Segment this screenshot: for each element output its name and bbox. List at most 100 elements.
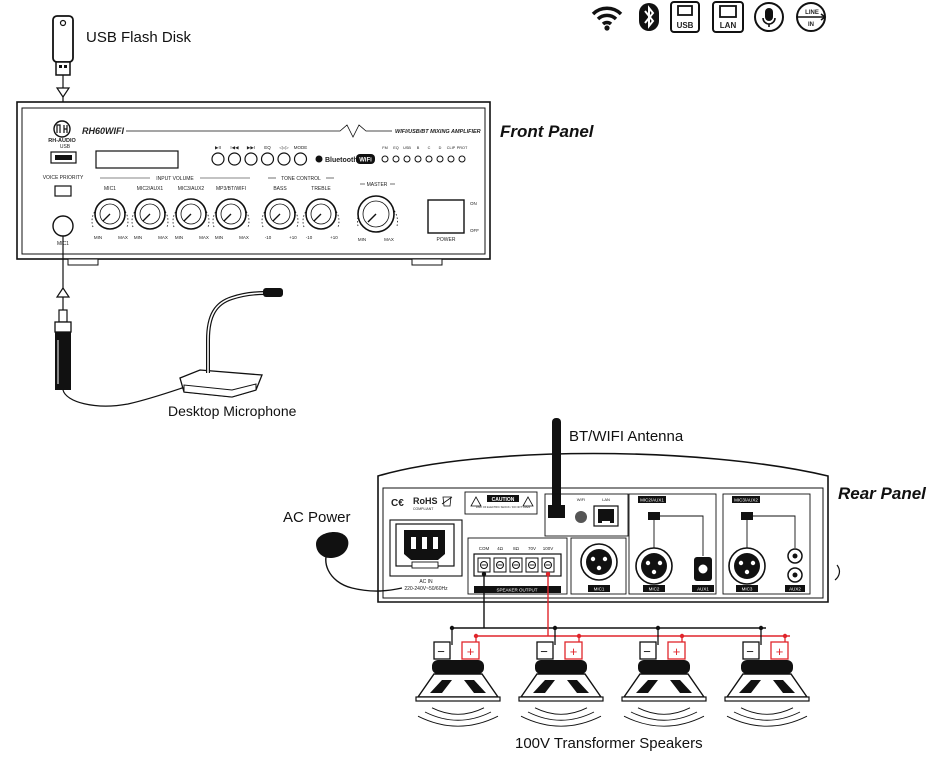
speaker-0-plus-box [461, 641, 480, 660]
rear-mic1-label: MIC1 [594, 587, 605, 592]
rear-mic2-label: MIC2 [649, 587, 660, 592]
ac-inlet: AC IN 220-240V~50/60Hz [389, 519, 463, 592]
tone-knob-min-0: -10 [265, 235, 272, 240]
speaker-1-wave-1 [527, 711, 595, 721]
tone-knob-max-1: +10 [330, 235, 338, 240]
rear-panel-amplifier: C€ RoHS COMPLIANT CAUTION RISK OF ELECTR… [377, 418, 841, 603]
line-in-icon: LINE IN [796, 2, 827, 32]
speaker-2-plus-box [667, 641, 686, 660]
usb-flash-disk-label: USB Flash Disk [86, 29, 192, 46]
led-0 [381, 155, 389, 163]
power-switch [427, 199, 465, 234]
lan-icon-text: LAN [720, 21, 737, 30]
ac-in-label: AC IN [419, 579, 433, 585]
tone-knob-max-0: +10 [289, 235, 297, 240]
speaker-0-cone-left [430, 680, 452, 693]
usb-flash-disk [52, 15, 74, 76]
rear-panel-label: Rear Panel [838, 484, 926, 503]
mic1-input-block: MIC1 [570, 537, 627, 595]
terminal-label-1: 4Ω [497, 546, 504, 551]
speaker-2-minus: − [643, 644, 651, 659]
speaker-3-wave-0 [740, 707, 794, 715]
tone-knob-label-1: TREBLE [311, 186, 331, 192]
terminal-label-4: 100V [543, 546, 554, 551]
transport-label-3: EQ [264, 145, 271, 150]
speaker-0-wave-0 [431, 707, 485, 715]
caution-text: RISK OF ELECTRIC SHOCK / DO NOT OPEN [476, 505, 530, 509]
speaker-0-frame [416, 673, 500, 698]
model-subtitle: WIFI/USB/BT MIXING AMPLIFIER [395, 129, 481, 135]
power-on-label: ON [470, 201, 477, 206]
transport-label-5: MODE [294, 145, 308, 150]
volume-knob-min-0: MIN [94, 235, 102, 240]
speaker-1-cone-right [567, 680, 589, 693]
led-label-6: CLIP [447, 146, 456, 150]
led-6 [447, 155, 455, 163]
wifi-antenna-socket [575, 511, 587, 523]
usb-icon: USB [670, 1, 700, 33]
transport-label-0: ▶II [215, 145, 221, 150]
volume-knob-max-3: MAX [239, 235, 249, 240]
bluetooth-badge: Bluetooth [315, 155, 358, 164]
rear-aux2-label: AUX2 [789, 587, 801, 592]
speaker-3-minus-box [742, 641, 760, 660]
bluetooth-badge-text: Bluetooth [325, 157, 358, 164]
led-label-2: USB [403, 146, 411, 150]
led-7 [458, 155, 466, 163]
speaker-3-minus: − [746, 644, 754, 659]
speaker-1-rim [518, 696, 604, 702]
rear-aux1-label: AUX1 [697, 587, 709, 592]
power-off-label: OFF [470, 228, 479, 233]
transport-button-3 [260, 152, 275, 166]
speaker-3-frame [725, 673, 809, 698]
volume-knob-label-2: MIC3/AUX2 [178, 186, 205, 192]
speaker-3-plus: + [776, 644, 784, 659]
tone-control-label: TONE CONTROL [281, 176, 321, 182]
front-panel-amplifier: RH-AUDIO RH60WIFI WIFI/USB/BT MIXING AMP… [16, 101, 491, 266]
volume-knob-pointer-3 [223, 213, 232, 222]
rear-wifi-label: WIFI [577, 497, 585, 502]
speaker-0-wave-2 [417, 715, 499, 727]
speakers-label: 100V Transformer Speakers [515, 735, 703, 752]
led-4 [425, 155, 433, 163]
transport-label-2: ▶▶I [247, 145, 255, 150]
tone-knob-min-1: -10 [306, 235, 313, 240]
tone-knob-pointer-0 [272, 213, 281, 222]
speaker-2-wave-2 [623, 715, 705, 727]
front-usb-label: USB [60, 144, 71, 150]
brand-logo-text: RH-AUDIO [48, 138, 76, 144]
line-in-icon-line: LINE [805, 10, 819, 16]
speakers: −+−+−+−+ [415, 625, 810, 727]
speaker-2: −+ [621, 625, 707, 727]
speaker-0-minus-box [433, 641, 451, 660]
network-block [544, 493, 629, 537]
feature-icons: USB LAN LINE IN [591, 1, 827, 33]
power-label: POWER [437, 237, 456, 243]
mic-connection-line [55, 236, 71, 310]
master-knob: MIN MAX [357, 195, 398, 242]
microphone-icon [754, 2, 784, 32]
voice-priority-label: VOICE PRIORITY [43, 175, 84, 181]
front-mic-jack [52, 215, 74, 237]
speaker-2-hot-dot [679, 633, 685, 639]
speaker-2-com-dot [655, 625, 661, 631]
desktop-microphone [179, 288, 283, 398]
caution-label: CAUTION RISK OF ELECTRIC SHOCK / DO NOT … [464, 491, 538, 515]
speaker-3-cone-right [773, 680, 795, 693]
ce-mark: C€ [391, 498, 404, 509]
speaker-2-plus: + [673, 644, 681, 659]
speaker-1-com-dot [552, 625, 558, 631]
led-3 [414, 155, 422, 163]
speaker-1-magnet [535, 660, 587, 674]
volume-knob-pointer-2 [183, 213, 192, 222]
speaker-1-hot-dot [576, 633, 582, 639]
transport-button-4 [277, 152, 291, 166]
master-max: MAX [384, 237, 394, 242]
volume-knob-pointer-0 [102, 213, 111, 222]
